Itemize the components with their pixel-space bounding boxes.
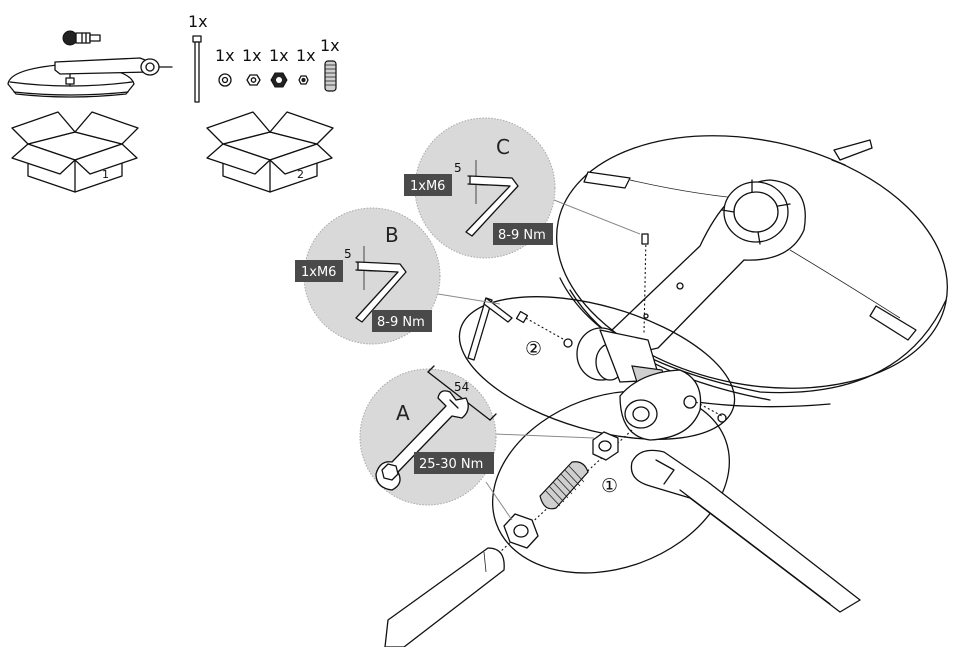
hex-key-icon	[465, 175, 519, 237]
pole	[384, 547, 505, 647]
screw-quantity-b: 1xM6	[301, 265, 336, 280]
torque-c: 8-9 Nm	[498, 228, 546, 243]
hex-key-icon	[355, 261, 407, 323]
step-number-1: ①	[601, 475, 618, 497]
tool-callout-a: A 54 25-30 Nm	[359, 365, 497, 506]
box-number-1: 1	[102, 168, 109, 181]
callout-line-c	[553, 199, 641, 235]
box-number-2: 2	[297, 168, 304, 181]
wrench-size-a: 54	[454, 380, 469, 394]
bolt-icon	[192, 35, 202, 103]
connector-icon	[62, 30, 101, 46]
nut-icon	[246, 74, 261, 86]
tool-callout-c: C 5 1xM6 8-9 Nm	[404, 117, 556, 259]
spring-icon	[324, 60, 337, 92]
hex-key-icon	[467, 297, 513, 361]
tool-callout-b: B 5 1xM6 8-9 Nm	[295, 207, 441, 345]
callout-line-b	[437, 293, 501, 305]
nut-icon	[298, 75, 309, 85]
open-ring-wrench-icon	[630, 449, 861, 613]
nut-icon	[503, 513, 539, 549]
torque-a: 25-30 Nm	[419, 457, 483, 472]
step-number-2: ②	[525, 338, 542, 360]
spring-quantity: 1x	[320, 36, 340, 55]
cardboard-box-icon: 1	[11, 111, 139, 193]
small-nut-quantity: 1x	[296, 46, 316, 65]
torque-b: 8-9 Nm	[377, 315, 425, 330]
hex-size-c: 5	[454, 161, 462, 175]
tool-letter-c: C	[496, 135, 510, 159]
screw-quantity-c: 1xM6	[410, 179, 445, 194]
flange-nut-quantity: 1x	[269, 46, 289, 65]
tool-letter-a: A	[396, 401, 410, 425]
open-ring-wrench-icon	[375, 390, 469, 491]
washer-quantity: 1x	[215, 46, 235, 65]
tool-letter-b: B	[385, 223, 399, 247]
hex-nut-quantity: 1x	[242, 46, 262, 65]
cardboard-box-icon: 2	[206, 111, 334, 193]
callout-line-a	[493, 433, 595, 439]
callout-line-a2	[485, 481, 513, 521]
pole-adapter	[619, 369, 727, 441]
nut-icon	[270, 72, 288, 88]
washer-icon	[218, 73, 232, 87]
hex-size-b: 5	[344, 247, 352, 261]
spring-icon	[539, 461, 589, 510]
luminaire-part-illustration	[7, 30, 173, 98]
mounting-bracket	[611, 179, 806, 377]
washer-icon	[592, 431, 619, 461]
detail-zoom-ellipse-2	[458, 296, 736, 440]
detail-zoom-ellipse-1	[491, 390, 731, 574]
bolt-quantity: 1x	[188, 12, 208, 31]
